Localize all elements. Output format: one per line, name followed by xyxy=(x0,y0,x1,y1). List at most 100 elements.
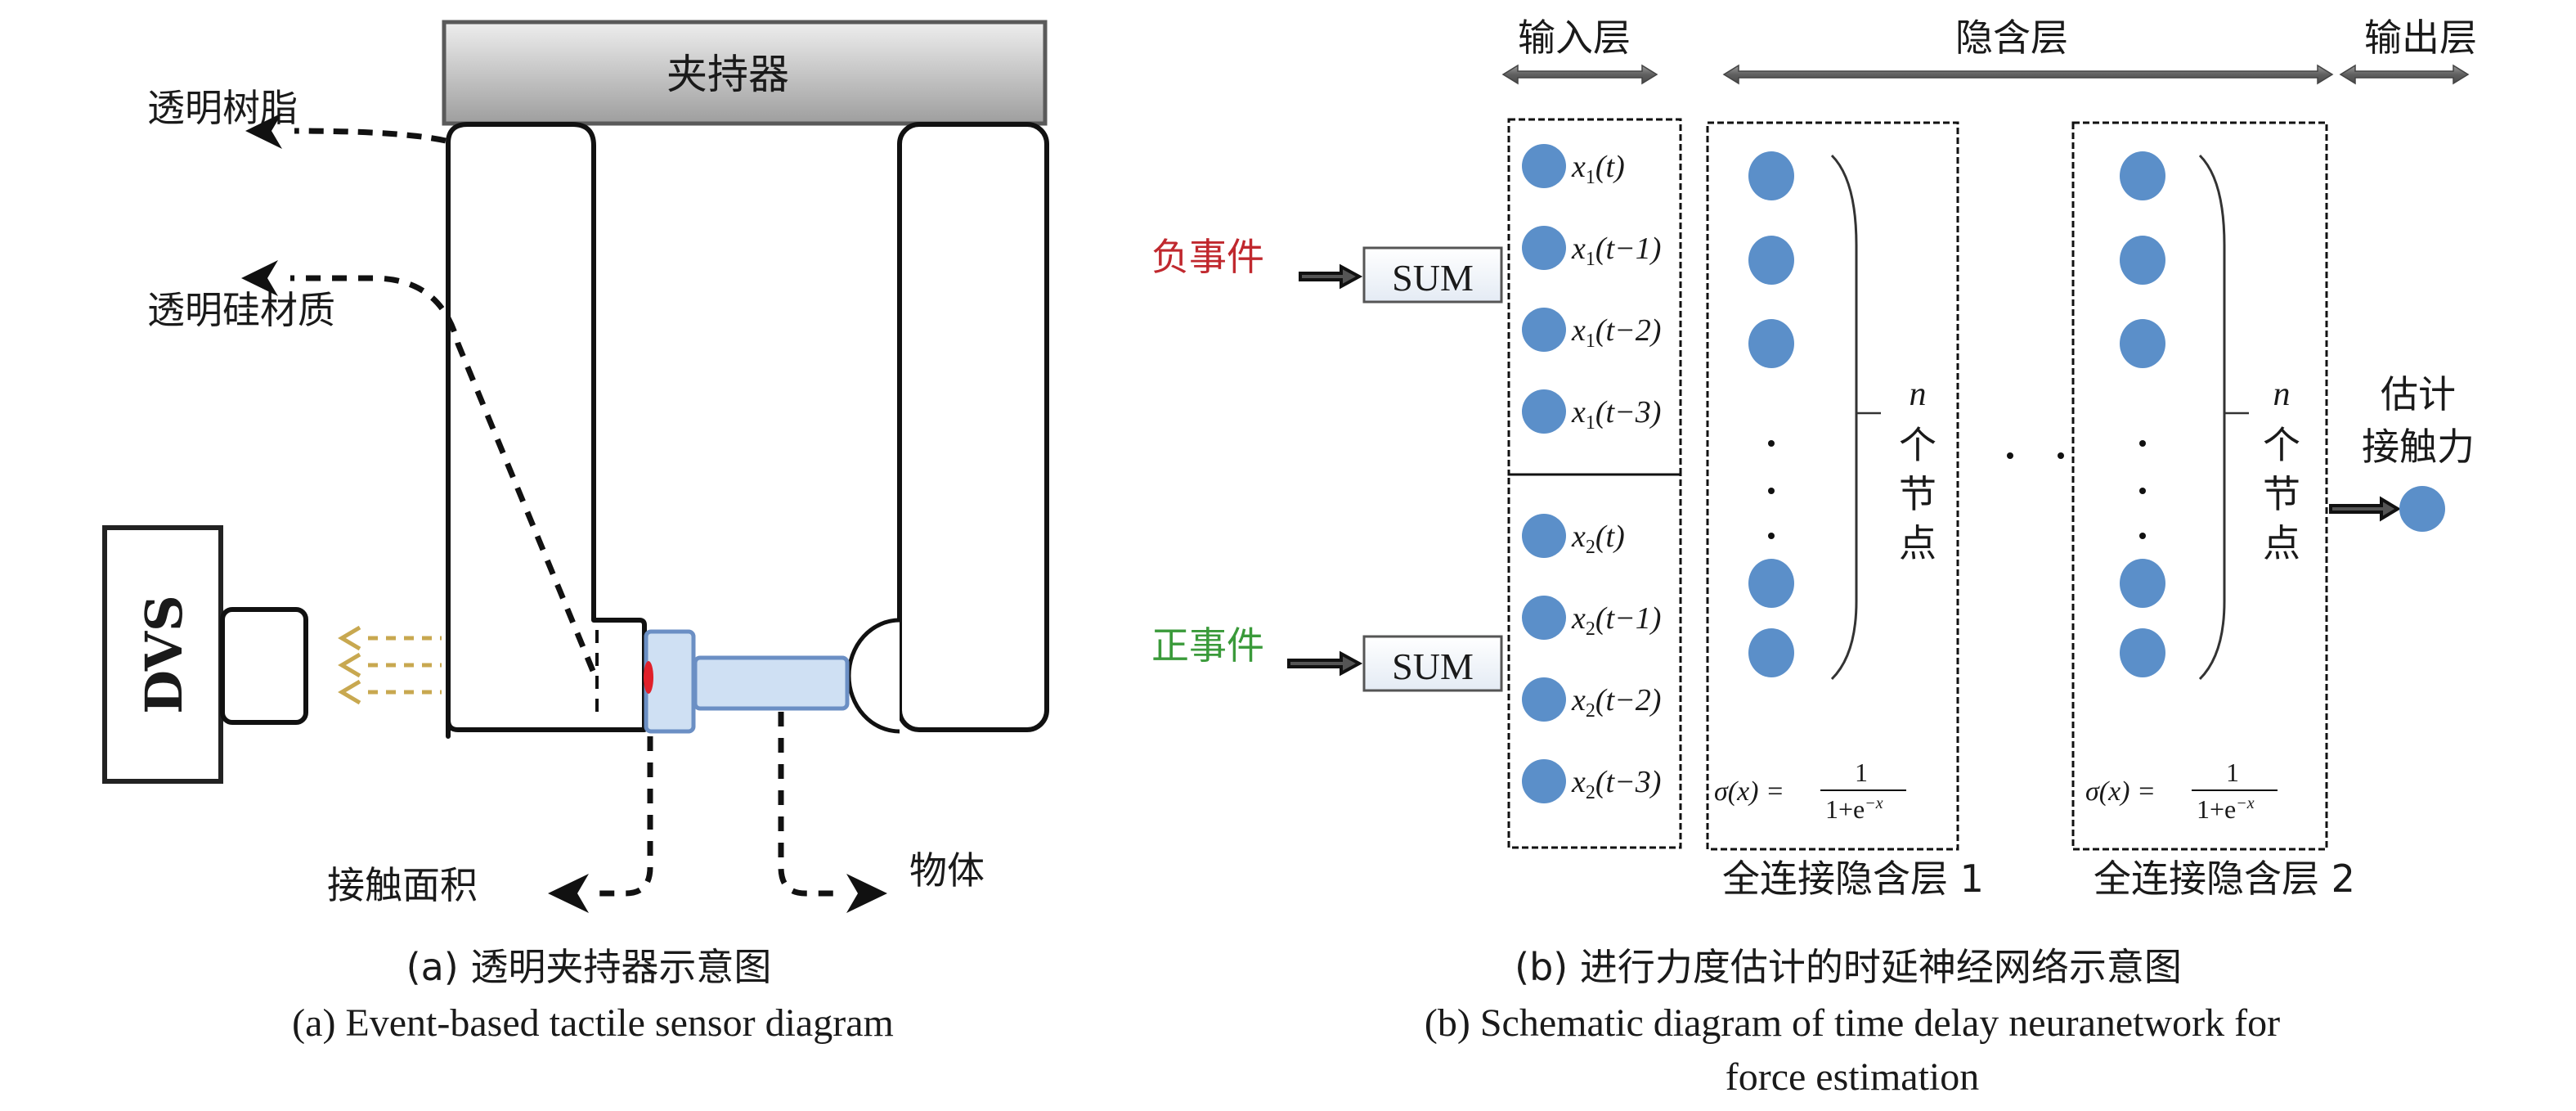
hidden-box-2 xyxy=(2071,121,2328,851)
output-label-line1: 估计 xyxy=(2381,372,2456,416)
pos-event-label: 正事件 xyxy=(1151,623,1264,668)
hidden-node xyxy=(2120,319,2165,368)
hidden-layer-caption: 全连接隐含层 2 xyxy=(2094,857,2355,901)
node-count-label: 个 xyxy=(1899,423,1936,467)
gripper-label: 夹持器 xyxy=(666,51,789,98)
ellipsis-dot xyxy=(1768,533,1775,539)
sigmoid-numerator: 1 xyxy=(1855,758,1868,787)
node-count-label: 节 xyxy=(1899,472,1936,516)
output-layer-header: 输出层 xyxy=(2364,16,2477,60)
ellipsis-dot xyxy=(2139,533,2146,539)
output-arrow-icon xyxy=(2329,496,2401,522)
input-node-label: x2(t−2) xyxy=(1571,683,1661,722)
object-callout-arrow xyxy=(778,712,842,897)
left-finger xyxy=(446,122,647,739)
object-label: 物体 xyxy=(909,848,985,893)
sigmoid-denominator: 1+e−x xyxy=(2197,794,2255,824)
input-box-2 xyxy=(1507,473,1682,849)
input-node xyxy=(1522,596,1566,640)
input-node xyxy=(1522,389,1566,434)
ellipsis-dot xyxy=(2007,452,2013,459)
output-node xyxy=(2399,486,2445,532)
input-node xyxy=(1522,308,1566,352)
input-layer-header: 输入层 xyxy=(1518,16,1631,60)
header-arrows xyxy=(1501,64,2470,85)
input-node xyxy=(1522,514,1566,558)
caption-a-cn: (a) 透明夹持器示意图 xyxy=(406,945,772,989)
neg-event-label: 负事件 xyxy=(1151,235,1264,279)
node-count-n: n xyxy=(2273,376,2291,413)
sum-label: SUM xyxy=(1392,257,1474,299)
hidden-layer-header: 隐含层 xyxy=(1955,16,2068,60)
input-node-label: x2(t−1) xyxy=(1571,601,1661,640)
hidden-node xyxy=(1748,559,1794,608)
neg-event-arrow-icon xyxy=(1299,263,1363,290)
object-hemisphere xyxy=(846,618,900,734)
caption-b-cn: (b) 进行力度估计的时延神经网络示意图 xyxy=(1515,945,2182,989)
hidden-node xyxy=(1748,628,1794,677)
input-box-1 xyxy=(1507,118,1682,476)
hidden-box-1 xyxy=(1706,121,1959,851)
input-node xyxy=(1522,677,1566,722)
input-node-label: x1(t) xyxy=(1571,150,1625,188)
sigmoid-denominator: 1+e−x xyxy=(1825,794,1883,824)
dvs-camera: DVS xyxy=(102,525,308,784)
hidden-node xyxy=(2120,236,2165,285)
sum-label: SUM xyxy=(1392,645,1474,687)
dvs-label: DVS xyxy=(134,595,194,714)
hidden-node xyxy=(2120,628,2165,677)
node-count-label: 节 xyxy=(2263,472,2300,516)
hidden-node xyxy=(1748,236,1794,285)
node-count-n: n xyxy=(1910,376,1927,413)
input-node xyxy=(1522,144,1566,188)
input-node xyxy=(1522,759,1566,803)
caption-a-en: (a) Event-based tactile sensor diagram xyxy=(292,1001,894,1045)
hidden-node xyxy=(1748,319,1794,368)
input-node-label: x2(t−3) xyxy=(1571,765,1661,803)
hidden-node xyxy=(2120,559,2165,608)
node-count-label: 点 xyxy=(1899,521,1936,565)
sum-box-neg: SUM xyxy=(1362,246,1503,304)
light-rays xyxy=(338,625,442,705)
hidden-node xyxy=(2120,151,2165,200)
contact-area-label: 接触面积 xyxy=(327,863,478,907)
bracket xyxy=(1830,154,1858,681)
input-group-1: x1(t)x1(t−1)x1(t−2)x1(t−3) xyxy=(1522,144,1661,434)
sum-box-pos: SUM xyxy=(1362,635,1503,692)
contact-callout-arrow xyxy=(597,736,653,897)
output-label-line2: 接触力 xyxy=(2362,425,2475,469)
input-node-label: x1(t−1) xyxy=(1571,232,1661,270)
input-node xyxy=(1522,226,1566,270)
sigmoid-lhs: σ(x) = xyxy=(1714,776,1784,807)
input-span-arrow xyxy=(1501,64,1658,85)
silicone-label: 透明硅材质 xyxy=(147,288,335,332)
input-node-label: x2(t) xyxy=(1571,520,1625,558)
ellipsis-dot xyxy=(1768,488,1775,494)
pos-event-arrow-icon xyxy=(1287,650,1363,677)
ellipsis-dot xyxy=(1768,440,1775,447)
hidden-span-arrow xyxy=(1722,64,2334,85)
gripper-bar: 夹持器 xyxy=(442,20,1048,126)
bracket xyxy=(2198,154,2226,681)
panel-a: 夹持器 DVS 透明树脂 xyxy=(102,20,1049,1045)
input-node-label: x1(t−3) xyxy=(1571,395,1661,434)
sigmoid-numerator: 1 xyxy=(2226,758,2239,787)
caption-b-en-line1: (b) Schematic diagram of time delay neur… xyxy=(1425,1001,2280,1045)
input-group-2: x2(t) x2(t−1) x2(t−2) x2(t−3) xyxy=(1522,514,1661,803)
object-arrowhead-icon xyxy=(846,874,887,913)
contact-area-mark xyxy=(644,661,653,694)
hidden-layer-caption: 全连接隐含层 1 xyxy=(1722,857,1984,901)
sigmoid-lhs: σ(x) = xyxy=(2085,776,2156,807)
node-count-label: 点 xyxy=(2263,521,2300,565)
hidden-node xyxy=(1748,151,1794,200)
output-span-arrow xyxy=(2339,64,2470,85)
ellipsis-dot xyxy=(2139,488,2146,494)
resin-callout-arrow xyxy=(294,128,447,144)
caption-b-en-line2: force estimation xyxy=(1726,1055,1980,1099)
ellipsis-dot xyxy=(2058,452,2064,459)
object-bar xyxy=(693,655,850,711)
ellipsis-dot xyxy=(2139,440,2146,447)
